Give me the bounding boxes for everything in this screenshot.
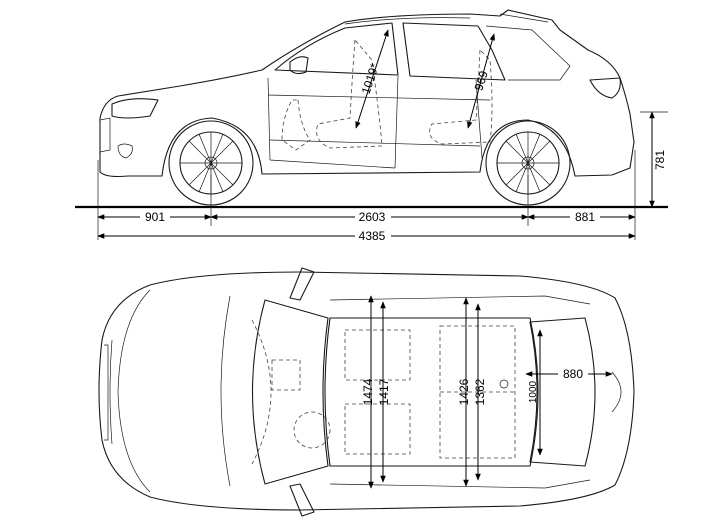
top-front-grille <box>104 339 113 445</box>
overall-length-label: 4385 <box>359 229 386 243</box>
side-door-lines <box>267 75 483 169</box>
dim-front-headroom <box>355 29 389 129</box>
front-elbow-width-label: 1417 <box>377 378 391 405</box>
front-overhang-label: 901 <box>145 210 165 224</box>
side-view: 901 2603 881 4385 781 1019* 969 <box>75 9 668 243</box>
top-view: 1474 1417 1426 1362 1000 880 <box>98 267 635 517</box>
top-steering-wheel <box>293 411 331 449</box>
top-body-outline <box>98 271 635 511</box>
side-body-outline <box>99 9 635 178</box>
side-seats <box>281 38 493 151</box>
side-taillight <box>589 77 621 99</box>
side-mirror <box>289 56 309 75</box>
side-windows <box>274 22 506 81</box>
side-headlight <box>111 98 159 119</box>
dim-rear-headroom <box>466 33 496 129</box>
trunk-width-label: 1000 <box>528 380 539 403</box>
rear-elbow-width-label: 1362 <box>473 378 487 405</box>
front-headroom-label: 1019* <box>359 61 382 95</box>
rear-headroom-label: 969 <box>471 69 491 93</box>
top-roof <box>324 317 539 467</box>
top-mirror-right <box>289 483 315 517</box>
rear-overhang-label: 881 <box>575 210 595 224</box>
top-windshield <box>251 299 329 485</box>
height-label: 781 <box>653 150 667 170</box>
top-rear-window <box>529 317 596 467</box>
front-shoulder-width-label: 1474 <box>361 378 375 405</box>
top-mirror-left <box>289 267 315 301</box>
trunk-length-label: 880 <box>563 367 583 381</box>
rear-shoulder-width-label: 1426 <box>457 378 471 405</box>
wheelbase-label: 2603 <box>359 210 386 224</box>
